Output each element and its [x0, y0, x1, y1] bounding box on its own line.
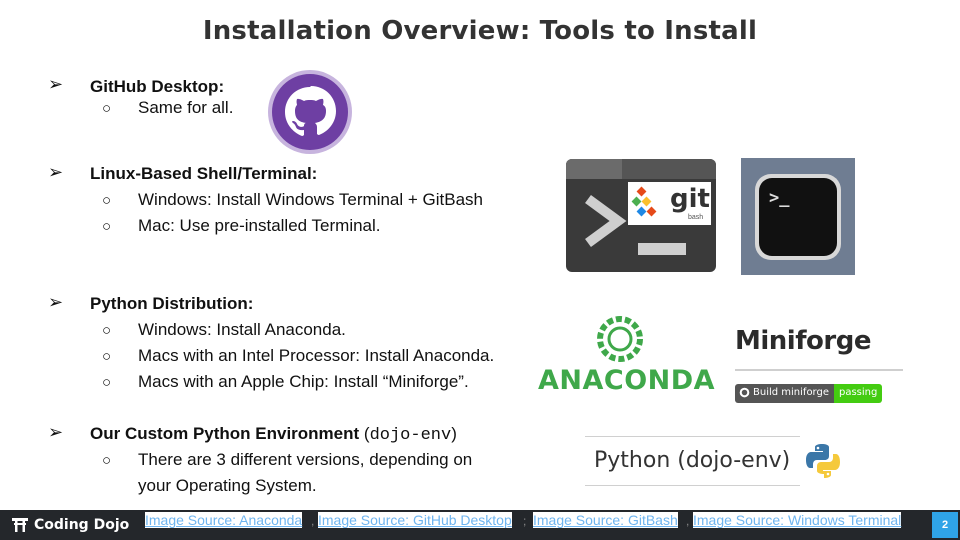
pyenv-frame [585, 436, 800, 486]
section-heading-env-label: Our Custom Python Environment [90, 424, 360, 443]
sub-bullet: ○ [102, 218, 112, 235]
anaconda-wordmark: ANACONDA [538, 365, 716, 396]
list-item: Windows: Install Windows Terminal + GitB… [138, 190, 484, 209]
section-heading-python: Python Distribution: [90, 294, 254, 313]
list-item: Macs with an Intel Processor: Install An… [138, 346, 495, 365]
section-heading-github: GitHub Desktop: [90, 77, 225, 96]
section-bullet: ➢ [48, 74, 64, 94]
separator: , [311, 514, 315, 528]
section-bullet: ➢ [48, 422, 64, 442]
terminal-prompt: >_ [769, 188, 790, 208]
separator: , [686, 514, 690, 528]
sub-bullet: ○ [102, 348, 112, 365]
sub-bullet: ○ [102, 192, 112, 209]
section-bullet: ➢ [48, 162, 64, 182]
source-link-anaconda[interactable]: Image Source: Anaconda [145, 512, 303, 528]
list-item: Same for all. [138, 98, 234, 117]
image-sources: Image Source: Anaconda , Image Source: G… [0, 512, 960, 530]
python-logo-icon [806, 444, 840, 478]
pyenv-label: Python (dojo-env) [594, 448, 791, 473]
section-bullet: ➢ [48, 292, 64, 312]
gitbash-logo-icon: git bash [628, 182, 711, 225]
mac-terminal-logo-icon: >_ [741, 158, 855, 275]
badge-label: Build miniforge [753, 387, 829, 398]
build-status-badge: Build miniforge passing [735, 384, 883, 403]
list-item: There are 3 different versions, dependin… [138, 450, 473, 469]
sub-bullet: ○ [102, 452, 112, 469]
separator: ; [523, 514, 527, 528]
section-heading-shell: Linux-Based Shell/Terminal: [90, 164, 318, 183]
anaconda-ring-icon [597, 316, 643, 362]
badge-status: passing [834, 384, 883, 403]
list-item: Windows: Install Anaconda. [138, 320, 346, 339]
github-icon [739, 387, 750, 398]
list-item: Mac: Use pre-installed Terminal. [138, 216, 381, 235]
git-sub-label: bash [688, 214, 704, 221]
torii-gate-icon [12, 518, 28, 532]
divider [735, 369, 903, 371]
sub-bullet: ○ [102, 322, 112, 339]
source-link-windows-terminal[interactable]: Image Source: Windows Terminal [693, 512, 902, 528]
miniforge-wordmark: Miniforge [735, 326, 871, 356]
source-link-gitbash[interactable]: Image Source: GitBash [533, 512, 678, 528]
list-item: your Operating System. [138, 476, 317, 495]
brand-name: Coding Dojo [34, 517, 130, 533]
section-heading-env: Our Custom Python Environment (dojo-env) [90, 424, 457, 445]
paren-close: ) [451, 424, 457, 443]
list-item: Macs with an Apple Chip: Install “Minifo… [138, 372, 469, 391]
page-number-badge: 2 [932, 512, 958, 538]
paren-open: ( [359, 424, 370, 443]
github-desktop-logo-icon [268, 70, 352, 154]
brand: Coding Dojo [12, 517, 129, 533]
env-name-code: dojo-env [369, 426, 452, 445]
sub-bullet: ○ [102, 100, 112, 117]
sub-bullet: ○ [102, 374, 112, 391]
source-link-github-desktop[interactable]: Image Source: GitHub Desktop [318, 512, 512, 528]
slide-title: Installation Overview: Tools to Install [202, 16, 758, 46]
git-label: git [670, 184, 710, 214]
